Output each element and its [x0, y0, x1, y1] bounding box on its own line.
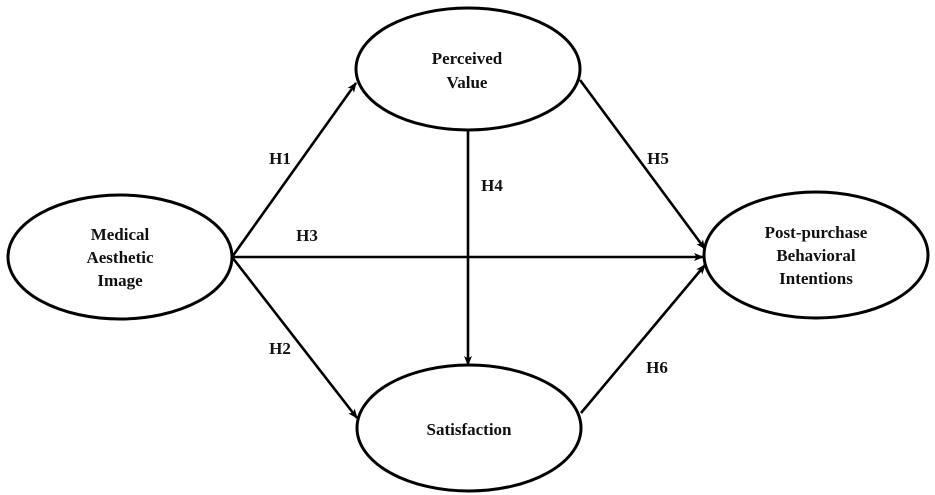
node-ellipse — [355, 363, 583, 493]
node-label-line: Medical — [91, 225, 150, 244]
edge-h6-arrow — [580, 264, 706, 414]
node-label-line: Value — [447, 73, 488, 92]
edge-h1-arrow — [230, 82, 358, 258]
node-ellipse — [702, 190, 930, 320]
edge-label-h3: H3 — [296, 226, 318, 245]
edge-label-h6: H6 — [646, 358, 668, 377]
edge-label-h4: H4 — [481, 176, 503, 195]
node-label-line: Intentions — [779, 269, 853, 288]
node-label-line: Aesthetic — [86, 248, 153, 267]
edge-h5-arrow — [578, 79, 707, 250]
node-medical-aesthetic-image: Medical Aesthetic Image — [6, 193, 234, 321]
node-post-purchase-behavioral-intentions: Post-purchase Behavioral Intentions — [702, 190, 930, 320]
node-perceived-value: Perceived Value — [354, 6, 582, 132]
node-label-line: Satisfaction — [427, 420, 513, 439]
node-label-line: Behavioral — [776, 246, 856, 265]
node-label-line: Image — [97, 271, 143, 290]
edge-label-h5: H5 — [647, 149, 669, 168]
node-ellipse — [6, 193, 234, 321]
edge-label-h2: H2 — [269, 339, 291, 358]
edge-h2-arrow — [230, 256, 359, 419]
node-label-line: Perceived — [432, 49, 503, 68]
node-ellipse — [354, 6, 582, 132]
node-satisfaction: Satisfaction — [355, 363, 583, 493]
edge-label-h1: H1 — [269, 149, 291, 168]
node-label-line: Post-purchase — [765, 223, 868, 242]
